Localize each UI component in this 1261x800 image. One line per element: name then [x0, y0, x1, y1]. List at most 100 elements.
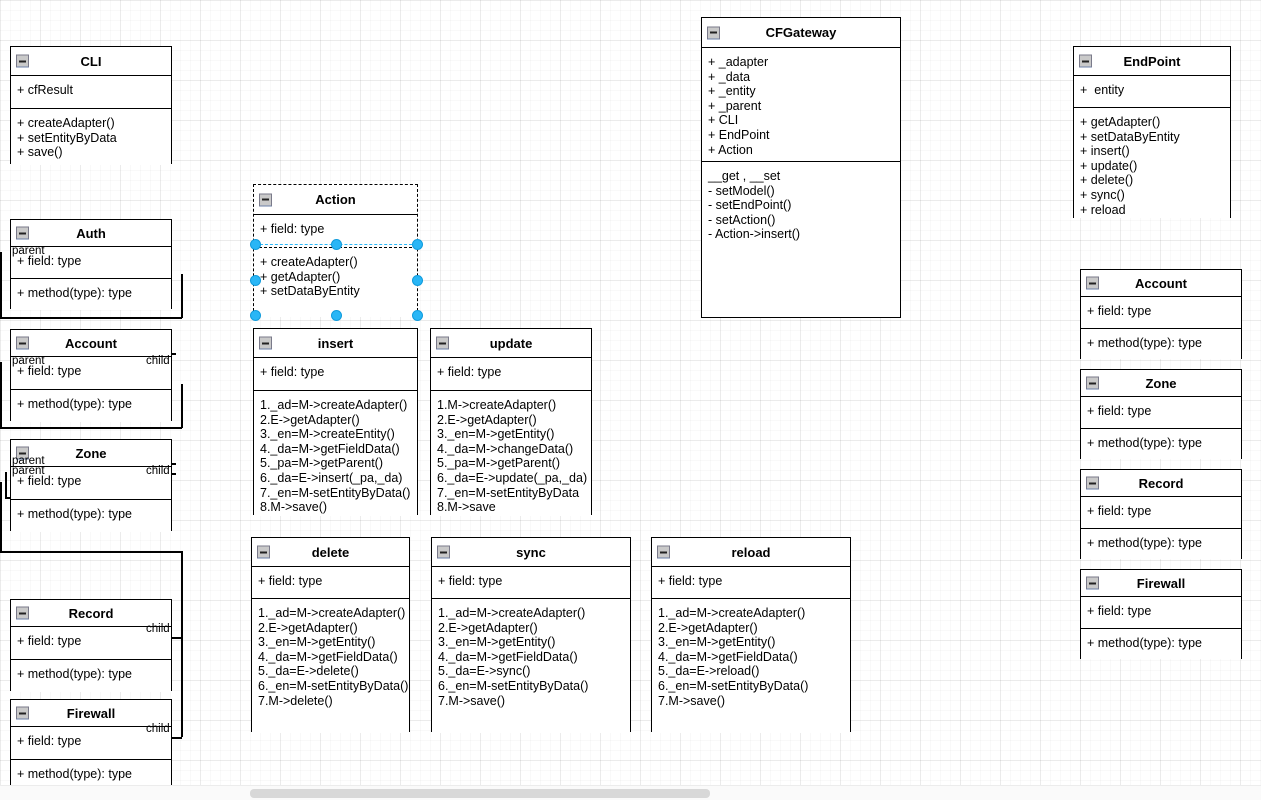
uml-class-cli[interactable]: CLI+ cfResult+ createAdapter()+ setEntit… — [10, 46, 172, 165]
connector-line[interactable] — [5, 472, 7, 498]
uml-compartment-attributes[interactable]: + field: type — [1081, 597, 1241, 628]
horizontal-scrollbar-thumb[interactable] — [250, 789, 710, 798]
collapse-minus-icon[interactable] — [16, 336, 29, 350]
collapse-minus-icon[interactable] — [16, 226, 29, 240]
uml-compartment-operations[interactable]: + method(type): type — [11, 659, 171, 692]
resize-handle-nw[interactable] — [249, 238, 261, 250]
collapse-minus-icon[interactable] — [16, 446, 29, 460]
collapse-minus-icon[interactable] — [16, 54, 29, 68]
resize-handle-ne[interactable] — [411, 238, 423, 250]
uml-compartment-operations[interactable]: 1._ad=M->createAdapter()2.E->getAdapter(… — [252, 598, 409, 733]
uml-compartment-attributes[interactable]: + field: type — [652, 567, 850, 598]
collapse-minus-icon[interactable] — [1086, 476, 1099, 490]
uml-class-title-reload[interactable]: reload — [652, 538, 850, 567]
uml-compartment-operations[interactable]: 1._ad=M->createAdapter()2.E->getAdapter(… — [432, 598, 630, 733]
resize-handle-n[interactable] — [330, 238, 342, 250]
horizontal-scrollbar[interactable] — [0, 785, 1261, 800]
uml-compartment-attributes[interactable]: + field: type — [254, 358, 417, 390]
uml-compartment-operations[interactable]: __get , __set- setModel()- setEndPoint()… — [702, 161, 900, 317]
uml-compartment-operations[interactable]: + method(type): type — [1081, 628, 1241, 659]
resize-handle-w[interactable] — [249, 274, 261, 286]
collapse-minus-icon[interactable] — [259, 193, 272, 206]
collapse-minus-icon[interactable] — [437, 545, 450, 559]
collapse-minus-icon[interactable] — [16, 706, 29, 720]
uml-class-auth[interactable]: Auth+ field: type+ method(type): type — [10, 219, 172, 310]
collapse-minus-icon[interactable] — [1079, 54, 1092, 68]
uml-compartment-attributes[interactable]: + cfResult — [11, 76, 171, 108]
uml-class-title-update[interactable]: update — [431, 329, 591, 358]
connector-line[interactable] — [0, 362, 2, 428]
connector-line[interactable] — [0, 551, 182, 553]
resize-handle-sw[interactable] — [249, 309, 261, 321]
uml-compartment-operations[interactable]: + method(type): type — [11, 278, 171, 310]
uml-compartment-operations[interactable]: 1.M->createAdapter()2.E->getAdapter()3._… — [431, 390, 591, 516]
uml-class-title-auth[interactable]: Auth — [11, 220, 171, 247]
connector-line[interactable] — [181, 551, 183, 661]
uml-compartment-attributes[interactable]: + field: type — [431, 358, 591, 390]
connector-line[interactable] — [0, 317, 182, 319]
uml-class-firewall-left[interactable]: Firewall+ field: type+ method(type): typ… — [10, 699, 172, 792]
uml-compartment-attributes[interactable]: + field: type — [1081, 497, 1241, 528]
uml-class-title-sync[interactable]: sync — [432, 538, 630, 567]
uml-compartment-operations[interactable]: 1._ad=M->createAdapter()2.E->getAdapter(… — [254, 390, 417, 516]
connector-line[interactable] — [0, 252, 2, 318]
uml-compartment-operations[interactable]: + method(type): type — [11, 389, 171, 422]
uml-class-account-left[interactable]: Account+ field: type+ method(type): type — [10, 329, 172, 422]
uml-class-record-left[interactable]: Record+ field: type+ method(type): type — [10, 599, 172, 692]
uml-compartment-attributes[interactable]: + field: type — [11, 357, 171, 389]
uml-class-title-account-left[interactable]: Account — [11, 330, 171, 357]
uml-compartment-operations[interactable]: + method(type): type — [11, 499, 171, 532]
uml-class-title-record-right[interactable]: Record — [1081, 470, 1241, 497]
uml-compartment-attributes[interactable]: + field: type — [1081, 297, 1241, 328]
uml-class-title-zone-left[interactable]: Zone — [11, 440, 171, 467]
uml-class-title-action[interactable]: Action — [254, 185, 417, 215]
uml-class-action[interactable]: Action+ field: type+ createAdapter()+ ge… — [253, 184, 418, 317]
collapse-minus-icon[interactable] — [1086, 376, 1099, 390]
uml-compartment-attributes[interactable]: + field: type — [11, 467, 171, 499]
collapse-minus-icon[interactable] — [259, 336, 272, 350]
uml-class-title-endpoint[interactable]: EndPoint — [1074, 47, 1230, 76]
connector-line[interactable] — [5, 497, 13, 499]
uml-compartment-operations[interactable]: + createAdapter()+ setEntityByData+ save… — [11, 108, 171, 165]
connector-line[interactable] — [181, 274, 183, 318]
uml-compartment-operations[interactable]: + createAdapter()+ getAdapter()+ setData… — [254, 247, 417, 317]
uml-compartment-attributes[interactable]: + field: type — [432, 567, 630, 598]
uml-compartment-operations[interactable]: + getAdapter()+ setDataByEntity+ insert(… — [1074, 107, 1230, 218]
uml-compartment-attributes[interactable]: + field: type — [1081, 397, 1241, 428]
uml-class-account-right[interactable]: Account+ field: type+ method(type): type — [1080, 269, 1242, 359]
uml-class-endpoint[interactable]: EndPoint+ entity+ getAdapter()+ setDataB… — [1073, 46, 1231, 218]
uml-class-zone-right[interactable]: Zone+ field: type+ method(type): type — [1080, 369, 1242, 459]
collapse-minus-icon[interactable] — [1086, 276, 1099, 290]
uml-compartment-attributes[interactable]: + field: type — [11, 247, 171, 278]
connector-line[interactable] — [0, 427, 182, 429]
collapse-minus-icon[interactable] — [436, 336, 449, 350]
collapse-minus-icon[interactable] — [657, 545, 670, 559]
collapse-minus-icon[interactable] — [1086, 576, 1099, 590]
uml-compartment-operations[interactable]: 1._ad=M->createAdapter()2.E->getAdapter(… — [652, 598, 850, 733]
uml-class-firewall-right[interactable]: Firewall+ field: type+ method(type): typ… — [1080, 569, 1242, 659]
uml-class-title-insert[interactable]: insert — [254, 329, 417, 358]
uml-class-title-cli[interactable]: CLI — [11, 47, 171, 76]
resize-handle-se[interactable] — [411, 309, 423, 321]
connector-line[interactable] — [0, 482, 2, 552]
uml-class-zone-left[interactable]: Zone+ field: type+ method(type): type — [10, 439, 172, 532]
collapse-minus-icon[interactable] — [707, 26, 720, 39]
uml-class-title-firewall-right[interactable]: Firewall — [1081, 570, 1241, 597]
uml-compartment-attributes[interactable]: + field: type — [11, 627, 171, 659]
uml-compartment-attributes[interactable]: + field: type — [252, 567, 409, 598]
uml-class-title-account-right[interactable]: Account — [1081, 270, 1241, 297]
uml-class-title-record-left[interactable]: Record — [11, 600, 171, 627]
uml-compartment-operations[interactable]: + method(type): type — [1081, 428, 1241, 459]
collapse-minus-icon[interactable] — [257, 545, 270, 559]
uml-compartment-attributes[interactable]: + _adapter+ _data+ _entity+ _parent+ CLI… — [702, 48, 900, 161]
uml-class-title-zone-right[interactable]: Zone — [1081, 370, 1241, 397]
uml-class-title-cfgateway[interactable]: CFGateway — [702, 18, 900, 48]
resize-handle-e[interactable] — [411, 274, 423, 286]
connector-line[interactable] — [181, 637, 183, 737]
